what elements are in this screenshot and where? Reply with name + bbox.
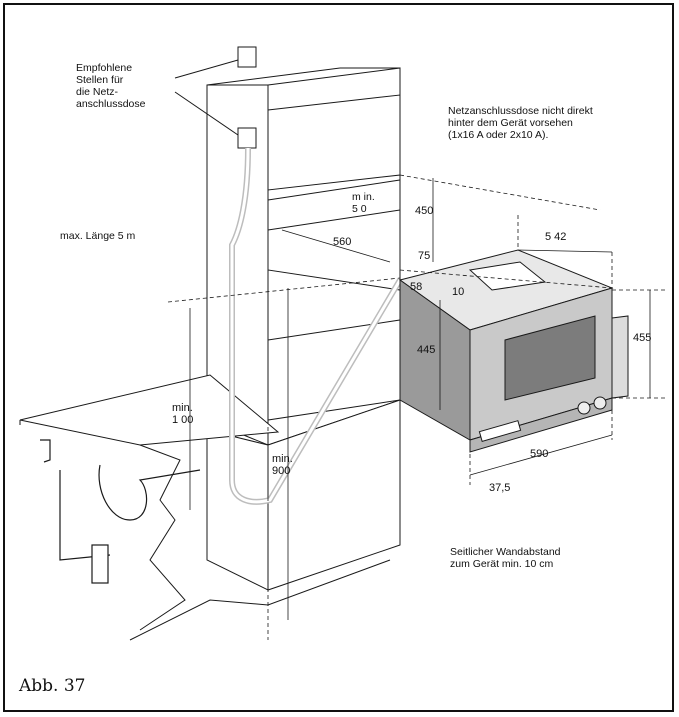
oven-knob-left — [577, 401, 591, 415]
dim-line-542 — [517, 249, 613, 253]
water-filter — [91, 544, 109, 584]
dimension-450: 450 — [415, 205, 434, 217]
tap — [40, 439, 51, 463]
dimension-min50: m in. 5 0 — [352, 191, 375, 215]
figure-caption: Abb. 37 — [19, 676, 86, 696]
oven-window — [504, 315, 596, 401]
upper-compartment — [267, 94, 401, 191]
oven-niche — [267, 179, 401, 291]
dimension-590: 590 — [530, 448, 549, 460]
dimension-75: 75 — [418, 250, 431, 262]
side-clearance-label: Seitlicher Wandabstand zum Gerät min. 10… — [450, 546, 561, 570]
figure-frame — [3, 3, 674, 712]
dim-line-560 — [281, 229, 391, 263]
worktop — [19, 374, 280, 446]
recommended-socket-label: Empfohlene Stellen für die Netz- anschlu… — [76, 62, 146, 110]
dim-line-590 — [469, 434, 613, 476]
oven-display — [478, 420, 522, 442]
dimension-37-5: 37,5 — [489, 482, 511, 494]
oven-door-handle — [611, 315, 629, 399]
dimension-min100: min. 1 00 — [172, 402, 194, 426]
dimension-560: 560 — [333, 236, 352, 248]
dimension-542: 5 42 — [545, 231, 567, 243]
max-length-label: max. Länge 5 m — [60, 230, 136, 242]
siphon — [98, 464, 201, 521]
socket-box-lower — [237, 127, 257, 149]
dimension-445: 445 — [417, 344, 436, 356]
base-cabinet — [206, 429, 269, 591]
oven-hotspot — [468, 261, 547, 291]
oven-knob-right — [593, 396, 607, 410]
dimension-58: 58 — [410, 281, 423, 293]
dimension-10: 10 — [452, 286, 465, 298]
dimension-455: 455 — [633, 332, 652, 344]
dimension-min900: min. 900 — [272, 453, 293, 477]
socket-note-label: Netzanschlussdose nicht direkt hinter de… — [448, 105, 593, 141]
socket-box-upper — [237, 46, 257, 68]
